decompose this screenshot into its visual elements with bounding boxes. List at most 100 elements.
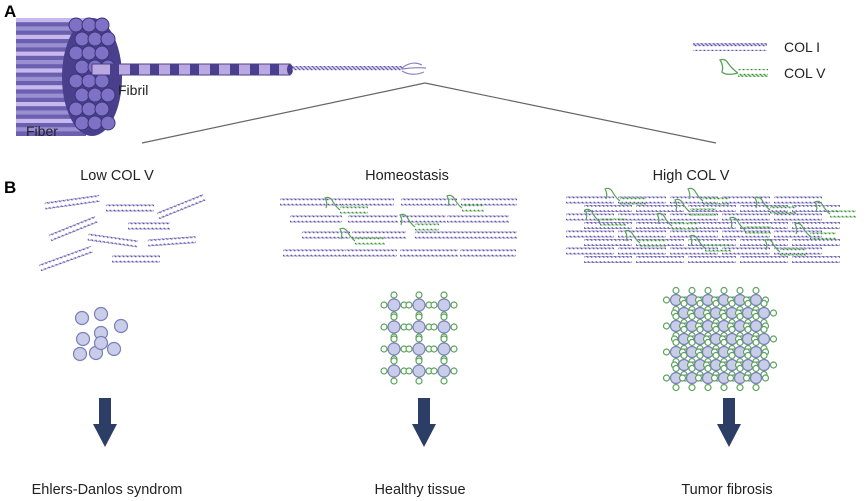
legend-item-col1: COL I (693, 39, 820, 55)
col5-molecule (689, 234, 731, 252)
col1-molecule (44, 194, 100, 210)
fibril-graphic (91, 62, 427, 76)
cell (380, 291, 408, 319)
col1-molecule (584, 205, 632, 212)
legend-item-col5: COL V (719, 58, 826, 81)
col1-molecule (636, 222, 684, 229)
col1-molecule (774, 196, 822, 204)
col1-molecule (792, 239, 840, 246)
col1-molecule (400, 249, 458, 257)
collagen-fiber-graphic (16, 17, 122, 136)
cell (74, 310, 90, 326)
col1-molecule (636, 205, 684, 212)
cell (405, 357, 433, 385)
col1-molecule (722, 213, 770, 221)
col1-molecule (128, 222, 170, 230)
fibril-label: Fibril (118, 82, 148, 98)
col5-molecule (729, 216, 771, 234)
high-col5-cells (662, 286, 778, 392)
col1-molecule (670, 247, 718, 255)
col1-molecule (636, 256, 684, 263)
col1-molecule (342, 198, 394, 206)
panel-letter-a: A (4, 2, 16, 21)
col5-molecule (584, 208, 626, 226)
cell (380, 357, 408, 385)
col1-molecule (401, 198, 457, 206)
down-arrow-icon (93, 398, 117, 447)
col1-molecule (566, 213, 614, 221)
col1-molecule (290, 215, 342, 223)
col1-molecule (38, 245, 93, 272)
col1-molecule (688, 239, 736, 246)
col1-molecule (618, 213, 666, 221)
col1-molecule (722, 196, 770, 204)
col1-molecule (774, 230, 822, 238)
col1-molecule (774, 213, 822, 221)
col1-molecule (280, 198, 342, 206)
cell (93, 306, 109, 322)
zoom-lines (141, 82, 717, 144)
col5-molecule (339, 227, 385, 245)
cell (113, 318, 129, 334)
col1-molecule (792, 222, 840, 229)
col1-molecule (688, 222, 736, 229)
cell (380, 335, 408, 363)
column-title-high-col5: High COL V (653, 168, 730, 184)
panel-letter-b: B (4, 178, 16, 197)
col1-molecule (467, 231, 517, 239)
col5-molecule (324, 196, 368, 214)
outcome-ehlers-danlos: Ehlers-Danlos syndrom (32, 482, 183, 498)
down-arrow-icon (412, 398, 436, 447)
col5-molecule (624, 229, 666, 247)
col1-molecule (461, 198, 517, 206)
col1-molecule (792, 205, 840, 212)
col5-molecule (754, 196, 796, 214)
col5-molecule (764, 238, 806, 256)
col5-helix-icon (719, 58, 768, 77)
col5-molecule (814, 200, 856, 218)
col1-molecule (106, 204, 154, 212)
fiber-label: Fiber (26, 123, 58, 139)
legend-label-col1: COL I (784, 39, 820, 55)
col1-molecule (670, 196, 718, 204)
col1-molecule (48, 216, 98, 242)
col1-molecule (722, 230, 770, 238)
col1-molecule (447, 215, 509, 223)
col5-molecule (446, 194, 484, 212)
outcome-healthy-tissue: Healthy tissue (374, 482, 465, 498)
col1-molecule (415, 231, 467, 239)
legend: COL I COL V (693, 39, 826, 81)
col5-molecule (604, 187, 646, 205)
col1-molecule (722, 247, 770, 255)
cell (75, 331, 91, 347)
cell (93, 335, 109, 351)
col1-molecule (740, 205, 788, 212)
homeostasis-molecules (280, 194, 517, 257)
col5-molecule (656, 212, 698, 230)
column-title-homeostasis: Homeostasis (365, 168, 449, 184)
col1-molecule (352, 231, 406, 239)
cell (750, 299, 778, 327)
cell (106, 341, 122, 357)
col1-molecule (618, 247, 666, 255)
col1-molecule (400, 215, 446, 223)
cell (405, 313, 433, 341)
col1-molecule (584, 256, 632, 263)
homeostasis-cells (380, 291, 458, 385)
col1-molecule (584, 239, 632, 246)
col5-molecule (674, 198, 716, 216)
col1-molecule (740, 256, 788, 263)
col1-molecule (87, 233, 139, 248)
col5-molecule (687, 187, 729, 205)
col1-molecule (740, 239, 788, 246)
col1-molecule (566, 247, 614, 255)
col1-molecule (283, 249, 345, 257)
col5-molecule (794, 222, 836, 240)
cell (430, 357, 458, 385)
down-arrow-icon (717, 398, 741, 447)
col1-molecule (566, 196, 614, 204)
col1-molecule (460, 249, 516, 257)
col1-molecule (147, 236, 197, 247)
col1-molecule (740, 222, 788, 229)
